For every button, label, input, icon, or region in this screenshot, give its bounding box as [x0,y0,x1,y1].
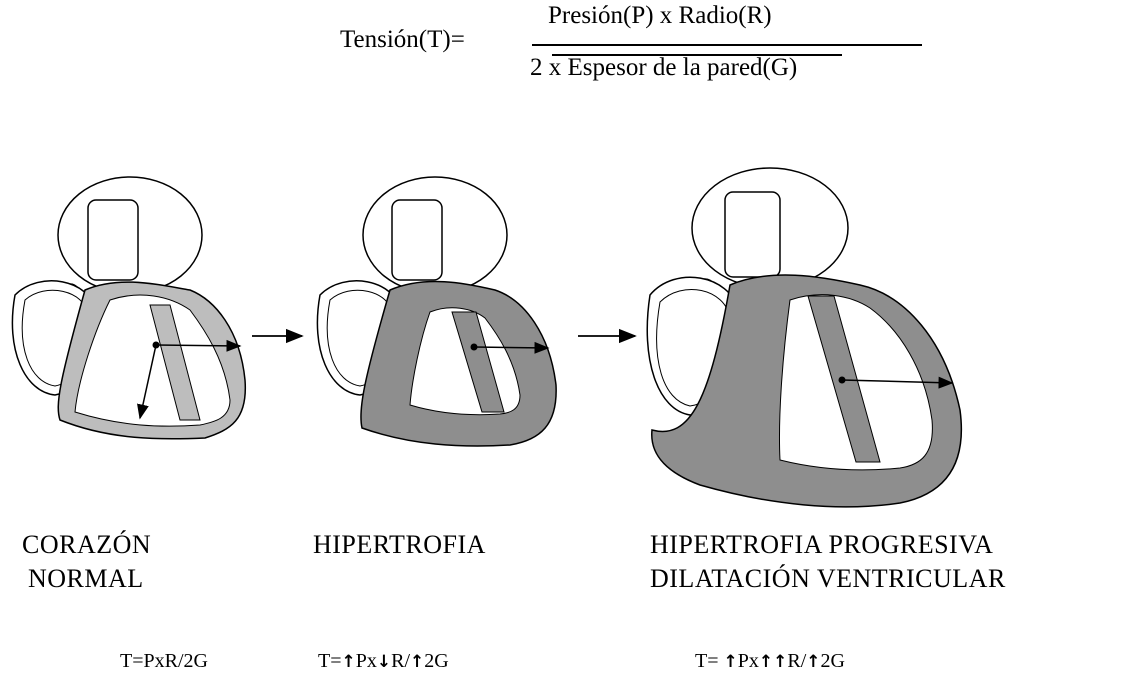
equation-text: 2G [424,650,448,672]
equation-text: R/ [391,650,410,672]
equation-text: T= [318,650,342,672]
equation-normal: T=PxR/2G [120,650,208,673]
heart-normal [12,177,245,439]
equation-text: T=PxR/2G [120,650,208,672]
down-arrow-icon: ↓ [377,652,391,672]
equation-text: T= [695,650,724,672]
up-arrow-icon: ↑ [410,652,424,672]
label-normal-line2: NORMAL [22,562,151,596]
label-normal: CORAZÓN NORMAL [22,528,151,596]
equation-text: R/ [787,650,806,672]
equation-hypertrophy: T=↑Px↓R/↑2G [318,650,449,673]
up-arrow-icon: ↑ [759,652,773,672]
up-arrow-icon: ↑ [806,652,820,672]
heart-dilated [647,168,961,507]
label-hypertrophy: HIPERTROFIA [313,528,486,562]
heart-hypertrophy [317,177,556,446]
label-normal-line1: CORAZÓN [22,528,151,562]
equation-text: 2G [821,650,845,672]
up-arrow-icon: ↑ [773,652,787,672]
label-dilated-line2: DILATACIÓN VENTRICULAR [650,562,1006,596]
equation-text: Px [356,650,377,672]
label-dilated: HIPERTROFIA PROGRESIVA DILATACIÓN VENTRI… [650,528,1006,596]
label-dilated-line1: HIPERTROFIA PROGRESIVA [650,528,1006,562]
equation-dilated: T= ↑Px↑↑R/↑2G [695,650,845,673]
up-arrow-icon: ↑ [724,652,738,672]
label-hypertrophy-line1: HIPERTROFIA [313,528,486,562]
equation-text: Px [738,650,759,672]
up-arrow-icon: ↑ [342,652,356,672]
